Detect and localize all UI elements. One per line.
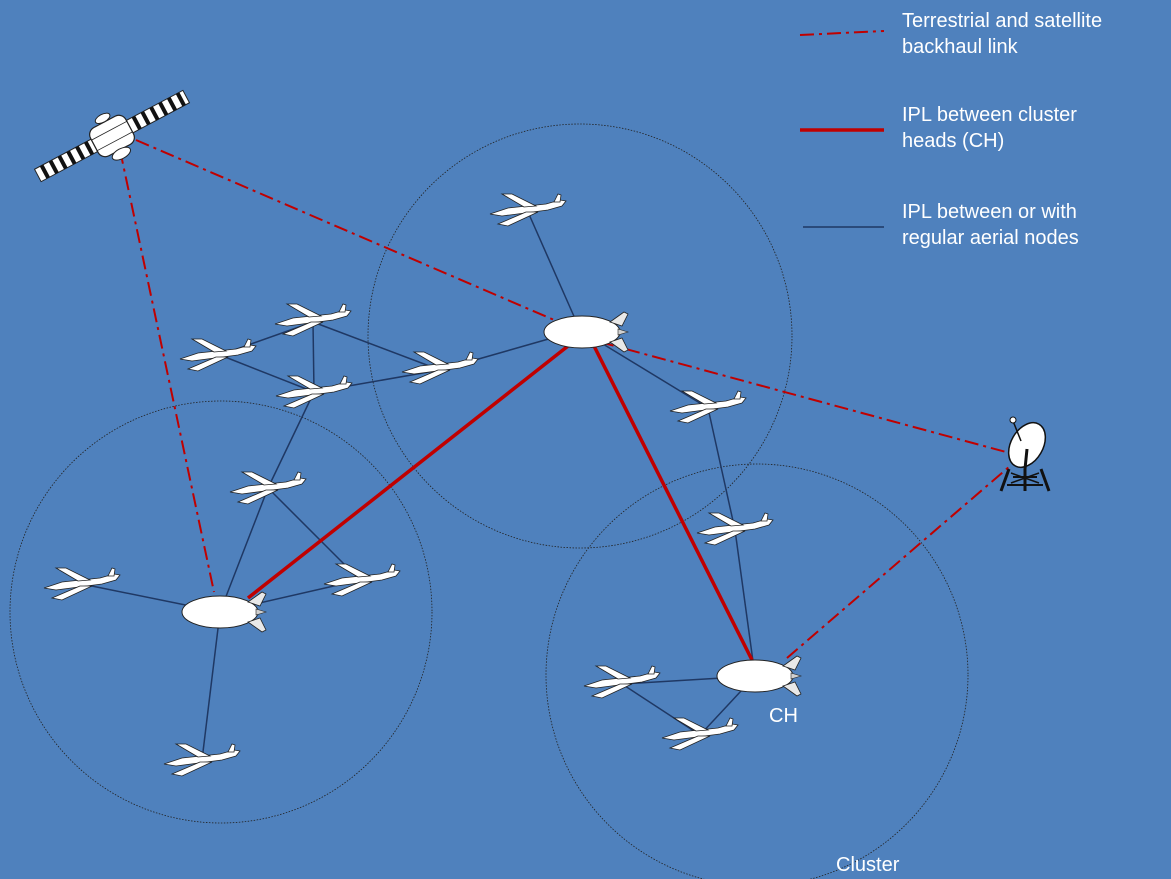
regular-link bbox=[201, 611, 221, 761]
satellite-dish-icon bbox=[999, 416, 1051, 492]
ch-links bbox=[246, 333, 754, 661]
legend-item-ch-ipl: IPL between cluster heads (CH) bbox=[902, 102, 1077, 154]
regular-link bbox=[267, 391, 315, 489]
legend-label: Terrestrial and satellite bbox=[902, 10, 1103, 32]
legend-item-regular-ipl: IPL between or with regular aerial nodes bbox=[902, 199, 1079, 251]
regular-link bbox=[734, 529, 756, 677]
legend-label: IPL between cluster bbox=[902, 104, 1077, 126]
legend-label: heads (CH) bbox=[902, 130, 1005, 152]
legend-label: IPL between or with bbox=[902, 201, 1077, 223]
backhaul-link bbox=[786, 465, 1011, 659]
regular-link bbox=[312, 321, 315, 393]
aircraft-icon bbox=[163, 743, 241, 777]
satellite-icon bbox=[33, 89, 191, 183]
aircraft-icon bbox=[179, 338, 257, 372]
cluster-circle-top bbox=[367, 123, 793, 549]
airship-icon bbox=[181, 591, 267, 633]
backhaul-links bbox=[119, 139, 1011, 659]
regular-link bbox=[219, 487, 269, 613]
ch-link bbox=[246, 333, 584, 600]
cluster-circle-left bbox=[9, 400, 433, 824]
backhaul-link bbox=[135, 139, 583, 333]
regular-link bbox=[527, 211, 581, 331]
aircraft-icon bbox=[401, 351, 479, 385]
legend-swatches bbox=[799, 30, 885, 228]
regular-link bbox=[707, 407, 736, 531]
regular-link bbox=[312, 321, 441, 371]
ch-link bbox=[588, 337, 754, 661]
aircraft-icon bbox=[661, 717, 739, 751]
aircraft-icon bbox=[669, 390, 747, 424]
cluster-heads bbox=[181, 311, 802, 697]
legend-swatch-backhaul bbox=[799, 30, 885, 36]
aircraft-icon bbox=[323, 563, 401, 597]
backhaul-link bbox=[119, 149, 215, 593]
aircraft-icon bbox=[696, 512, 774, 546]
legend-label: backhaul link bbox=[902, 36, 1018, 58]
backhaul-link bbox=[599, 341, 1007, 453]
airship-icon bbox=[543, 311, 629, 353]
regular-link bbox=[621, 683, 701, 736]
legend-item-backhaul: Terrestrial and satellite backhaul link bbox=[902, 8, 1102, 60]
aircraft-icon bbox=[229, 471, 307, 505]
cluster-circles bbox=[9, 123, 969, 879]
aircraft-icon bbox=[489, 193, 567, 227]
cluster-label: Cluster bbox=[836, 854, 900, 876]
cluster-head-label: CH bbox=[769, 705, 798, 727]
cluster-circle-right bbox=[545, 463, 969, 879]
regular-link bbox=[219, 354, 315, 393]
aircraft-icon bbox=[43, 567, 121, 601]
airship-icon bbox=[716, 655, 802, 697]
legend-label: regular aerial nodes bbox=[902, 227, 1079, 249]
